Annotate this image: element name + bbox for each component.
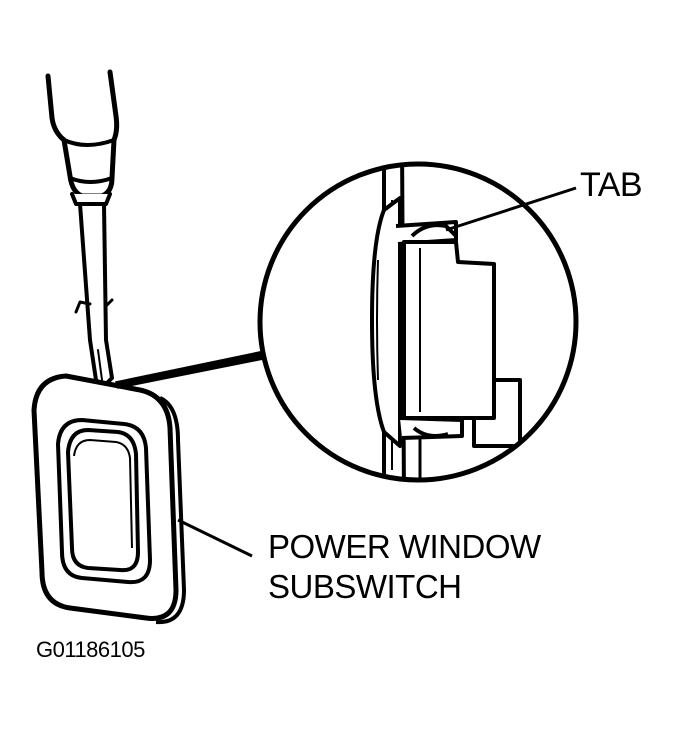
screwdriver-shaft — [78, 202, 108, 342]
figure-id: G01186105 — [36, 637, 145, 662]
screwdriver-ferrule — [70, 192, 112, 206]
detail-circle-outline — [257, 161, 579, 483]
switch-body-section — [402, 240, 496, 420]
subswitch-leader-line — [177, 518, 253, 558]
tab-label: TAB — [580, 166, 643, 204]
power-window-subswitch — [31, 373, 186, 625]
subswitch-label-line2: SUBSWITCH — [268, 568, 462, 605]
screwdriver-handle — [45, 69, 120, 199]
subswitch-label-line1: POWER WINDOW — [268, 528, 541, 565]
retaining-tab — [410, 223, 458, 238]
tab-leader-line — [445, 186, 577, 232]
switch-bezel-inner — [56, 418, 152, 585]
screwdriver — [45, 69, 120, 388]
switch-button — [66, 428, 140, 573]
bezel-cross-section — [370, 196, 402, 448]
magnified-detail-view — [257, 161, 579, 483]
